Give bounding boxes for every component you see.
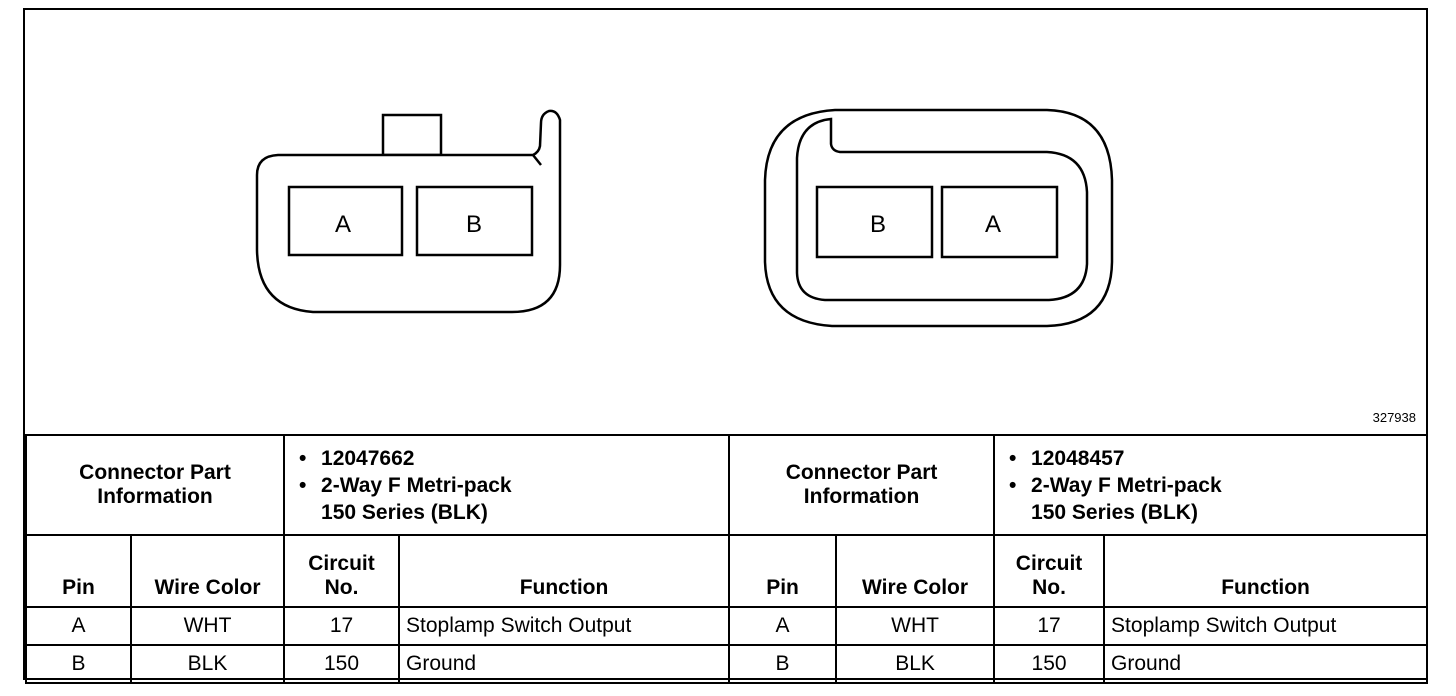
right-header-circuit: Circuit No. [993,534,1106,608]
left-part-info: •12047662 •2-Way F Metri-pack 150 Series… [283,434,731,536]
left-info-label: Connector Part Information [24,434,286,536]
right-part-number: 12048457 [1031,446,1125,470]
left-description-line1: 2-Way F Metri-pack [321,473,512,497]
left-pin-label-b: B [466,211,482,238]
left-header-circuit: Circuit No. [283,534,401,608]
right-row-function: Ground [1103,644,1429,684]
left-row-circuit: 150 [283,644,401,684]
right-info-label: Connector Part Information [728,434,996,536]
connector-diagram: A B B A [255,108,1114,328]
connector-info-table: Connector Part Information •12047662 •2-… [24,434,1429,684]
left-pin-cell-b [415,185,534,257]
left-row-wire-color: BLK [129,644,286,684]
left-row-wire-color: WHT [129,606,286,646]
right-description-line2: 150 Series (BLK) [1031,500,1198,524]
right-row-circuit: 150 [993,644,1106,684]
left-header-function: Function [398,534,731,608]
right-header-pin: Pin [728,534,838,608]
right-description-line1: 2-Way F Metri-pack [1031,473,1222,497]
right-row-pin: B [728,644,838,684]
left-pin-label-a: A [335,211,351,238]
left-connector [255,109,562,314]
left-row-pin: A [25,606,132,646]
right-row-function: Stoplamp Switch Output [1103,606,1429,646]
right-row-wire-color: WHT [835,606,996,646]
right-row-pin: A [728,606,838,646]
table-row: B BLK 150 Ground B BLK 150 Ground [25,644,1429,684]
left-row-pin: B [25,644,132,684]
right-connector [763,108,1114,328]
left-header-pin: Pin [25,534,132,608]
right-pin-label-a: A [985,211,1001,238]
right-part-info: •12048457 •2-Way F Metri-pack 150 Series… [993,434,1429,536]
right-pin-cell-b [815,185,934,259]
right-row-wire-color: BLK [835,644,996,684]
right-row-circuit: 17 [993,606,1106,646]
left-part-number: 12047662 [321,446,415,470]
right-pin-cell-a [940,185,1059,259]
table-row: A WHT 17 Stoplamp Switch Output A WHT 17… [25,606,1429,646]
right-header-wire-color: Wire Color [835,534,996,608]
left-pin-cell-a [287,185,404,257]
left-row-function: Ground [398,644,731,684]
right-header-function: Function [1103,534,1429,608]
left-header-wire-color: Wire Color [129,534,286,608]
right-pin-label-b: B [870,211,886,238]
figure-id: 327938 [1372,410,1416,425]
left-description-line2: 150 Series (BLK) [321,500,488,524]
left-row-circuit: 17 [283,606,401,646]
left-row-function: Stoplamp Switch Output [398,606,731,646]
diagram-frame: A B B A 327938 Connector Part Informatio… [23,8,1429,684]
